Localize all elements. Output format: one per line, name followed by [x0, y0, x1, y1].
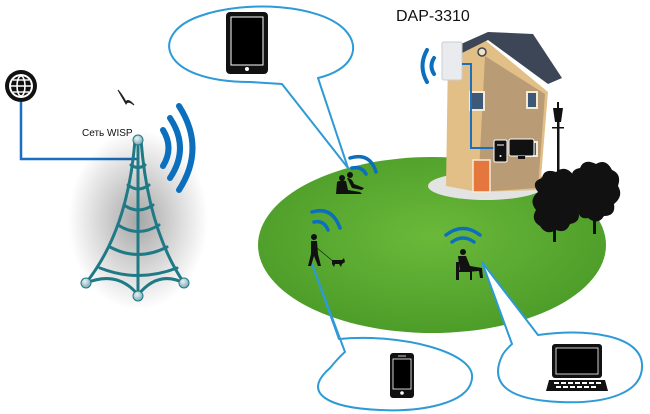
globe-icon	[5, 70, 37, 102]
window	[526, 91, 538, 109]
radio-tower-icon	[68, 130, 208, 310]
front-door	[472, 159, 491, 193]
laptop-icon	[546, 344, 608, 391]
tablet-icon	[226, 12, 268, 74]
desktop-computer-icon	[493, 138, 535, 163]
smartphone-icon	[390, 353, 414, 398]
smartphone-callout	[311, 263, 474, 412]
walker-signal-icon	[310, 209, 342, 232]
grass-field	[258, 157, 606, 333]
tower-signal-icon	[160, 103, 196, 193]
tablet-callout	[168, 5, 355, 169]
wired-link-ap-pc	[462, 63, 495, 149]
couple-signal-icon	[348, 154, 378, 176]
house-icon	[446, 32, 562, 193]
access-point-icon	[441, 41, 463, 81]
bird-icon	[117, 89, 135, 106]
window	[469, 91, 485, 111]
street-lamp-icon	[552, 102, 564, 204]
bench-signal-icon	[444, 226, 482, 244]
person-walking-dog-icon	[308, 234, 345, 267]
trees-icon	[532, 161, 621, 242]
couple-sitting-icon	[336, 172, 364, 194]
wisp-network-label: Сеть WISP	[82, 128, 133, 139]
person-on-bench-icon	[456, 249, 483, 280]
access-point-signal-icon	[420, 48, 436, 84]
laptop-callout	[481, 261, 644, 404]
access-point-model-label: DAP-3310	[396, 8, 470, 25]
